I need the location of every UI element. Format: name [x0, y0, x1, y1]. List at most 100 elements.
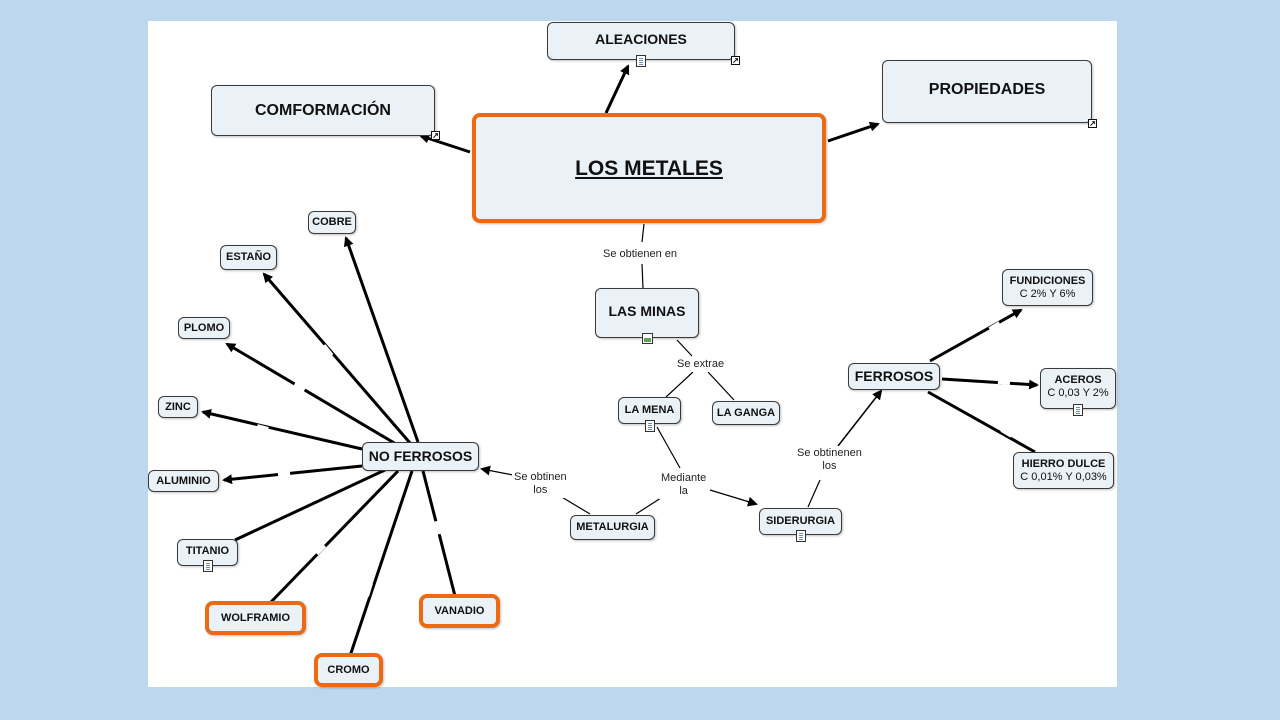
node-comformacion[interactable]: COMFORMACIÓN: [211, 85, 435, 136]
node-siderurgia[interactable]: SIDERURGIA: [759, 508, 842, 535]
link-arrow-icon[interactable]: ↗: [431, 131, 440, 140]
node-las-minas[interactable]: LAS MINAS: [595, 288, 699, 338]
node-hierro-dulce-sub: C 0,01% Y 0,03%: [1020, 470, 1107, 483]
connector-mediante-metalurgia: [635, 495, 665, 515]
node-vanadio-label: VANADIO: [434, 604, 485, 617]
connector-to-titanio: [234, 468, 386, 542]
connector-gap: [369, 294, 380, 310]
node-la-mena[interactable]: LA MENA: [618, 397, 681, 424]
link-label-se-extrae: Se extrae: [675, 357, 727, 372]
node-la-ganga[interactable]: LA GANGA: [712, 401, 780, 425]
node-la-mena-label: LA MENA: [624, 404, 675, 416]
node-no-ferrosos-label: NO FERROSOS: [368, 448, 473, 464]
link-label-mediante-la: Mediante la: [659, 471, 709, 499]
connector-gap: [277, 470, 291, 477]
link-label-se-obtinenen-los-line1: Se obtinenen: [797, 447, 862, 459]
link-arrow-icon[interactable]: ↗: [731, 56, 740, 65]
node-wolframio[interactable]: WOLFRAMIO: [205, 601, 306, 635]
connector-gap: [988, 321, 1002, 333]
connector-to-propiedades: [827, 121, 880, 143]
connector-metales-minas-top: [641, 223, 645, 243]
link-arrow-icon[interactable]: ↗: [1088, 119, 1097, 128]
connector-gap: [1000, 426, 1014, 438]
node-aluminio-label: ALUMINIO: [156, 474, 211, 487]
node-zinc-label: ZINC: [165, 400, 191, 413]
connector-gap: [292, 382, 306, 394]
node-la-ganga-label: LA GANGA: [716, 406, 776, 419]
node-ferrosos[interactable]: FERROSOS: [848, 363, 940, 390]
node-fundiciones[interactable]: FUNDICIONES C 2% Y 6%: [1002, 269, 1093, 306]
link-label-se-obtinen-los: Se obtinen los: [512, 470, 569, 498]
node-plomo[interactable]: PLOMO: [178, 317, 230, 339]
document-icon[interactable]: [636, 55, 646, 67]
connector-mena-mediante: [656, 426, 681, 469]
link-label-se-obtinenen-los-line2: los: [822, 460, 837, 472]
node-cobre[interactable]: COBRE: [308, 211, 356, 234]
connector-se-obtinen-no-ferrosos: [480, 465, 514, 476]
node-fundiciones-label: FUNDICIONES: [1009, 274, 1086, 287]
node-ferrosos-label: FERROSOS: [854, 368, 934, 384]
link-label-se-extrae-text: Se extrae: [677, 358, 725, 370]
connector-to-aleaciones: [604, 64, 630, 114]
connector-to-cromo: [348, 470, 414, 657]
connector-gap: [363, 582, 373, 597]
connector-metalurgia-se-obtinen: [559, 495, 591, 515]
connector-gap: [281, 501, 297, 512]
link-label-se-obtinenen-los: Se obtinenen los: [795, 446, 864, 474]
connector-gap: [320, 344, 334, 358]
node-aluminio[interactable]: ALUMINIO: [148, 470, 219, 492]
node-aleaciones-label: ALEACIONES: [595, 31, 687, 47]
node-estano-label: ESTAÑO: [225, 251, 272, 263]
node-zinc[interactable]: ZINC: [158, 396, 198, 418]
link-label-mediante-la-line2: la: [679, 485, 688, 497]
connector-siderurgia-se-obtinenen: [807, 479, 821, 508]
connector-gap: [997, 378, 1011, 385]
connector-gap: [256, 424, 269, 433]
document-icon[interactable]: [1073, 404, 1083, 416]
node-los-metales-label: LOS METALES: [575, 156, 723, 180]
node-las-minas-label: LAS MINAS: [608, 303, 686, 319]
link-label-se-obtinen-los-line2: los: [533, 484, 548, 496]
node-los-metales[interactable]: LOS METALES: [472, 113, 826, 223]
connector-to-cobre: [343, 236, 420, 443]
document-icon[interactable]: [645, 420, 655, 432]
image-icon[interactable]: [642, 333, 653, 344]
node-no-ferrosos[interactable]: NO FERROSOS: [362, 442, 479, 471]
connector-to-comformacion: [419, 133, 471, 154]
node-metalurgia[interactable]: METALURGIA: [570, 515, 655, 540]
connector-to-hierro-dulce: [927, 390, 1036, 454]
connector-minas-se-extrae: [676, 339, 693, 357]
connector-to-fundiciones: [929, 308, 1023, 363]
node-vanadio[interactable]: VANADIO: [419, 594, 500, 628]
node-hierro-dulce[interactable]: HIERRO DULCE C 0,01% Y 0,03%: [1013, 452, 1114, 489]
node-aceros-sub: C 0,03 Y 2%: [1047, 387, 1109, 399]
connector-se-extrae-mena: [665, 371, 694, 398]
connector-metales-minas-bottom: [641, 263, 644, 289]
connector-to-ferrosos: [837, 389, 883, 447]
node-wolframio-label: WOLFRAMIO: [220, 611, 291, 624]
node-propiedades[interactable]: PROPIEDADES: [882, 60, 1092, 123]
node-propiedades-label: PROPIEDADES: [928, 81, 1046, 98]
link-label-se-obtienen-en-text: Se obtienen en: [603, 248, 678, 260]
connector-se-extrae-ganga: [707, 371, 735, 401]
connector-to-zinc: [201, 408, 363, 451]
node-cobre-label: COBRE: [312, 216, 352, 228]
link-label-se-obtinen-los-line1: Se obtinen: [514, 471, 567, 483]
node-siderurgia-label: SIDERURGIA: [765, 515, 836, 527]
connector-gap: [434, 520, 443, 535]
connector-to-estano: [262, 272, 412, 444]
document-icon[interactable]: [203, 560, 213, 572]
node-hierro-dulce-label: HIERRO DULCE: [1021, 457, 1106, 470]
node-fundiciones-sub: C 2% Y 6%: [1019, 287, 1076, 300]
node-aleaciones[interactable]: ALEACIONES: [547, 22, 735, 60]
node-metalurgia-label: METALURGIA: [576, 521, 649, 533]
node-comformacion-label: COMFORMACIÓN: [255, 102, 391, 119]
link-label-se-obtienen-en: Se obtienen en: [601, 247, 680, 262]
node-cromo-label: CROMO: [327, 663, 370, 676]
connector-mediante-siderurgia: [709, 489, 758, 507]
node-cromo[interactable]: CROMO: [314, 653, 383, 687]
node-aceros[interactable]: ACEROS C 0,03 Y 2%: [1040, 368, 1116, 409]
document-icon[interactable]: [796, 530, 806, 542]
node-estano[interactable]: ESTAÑO: [220, 245, 277, 270]
